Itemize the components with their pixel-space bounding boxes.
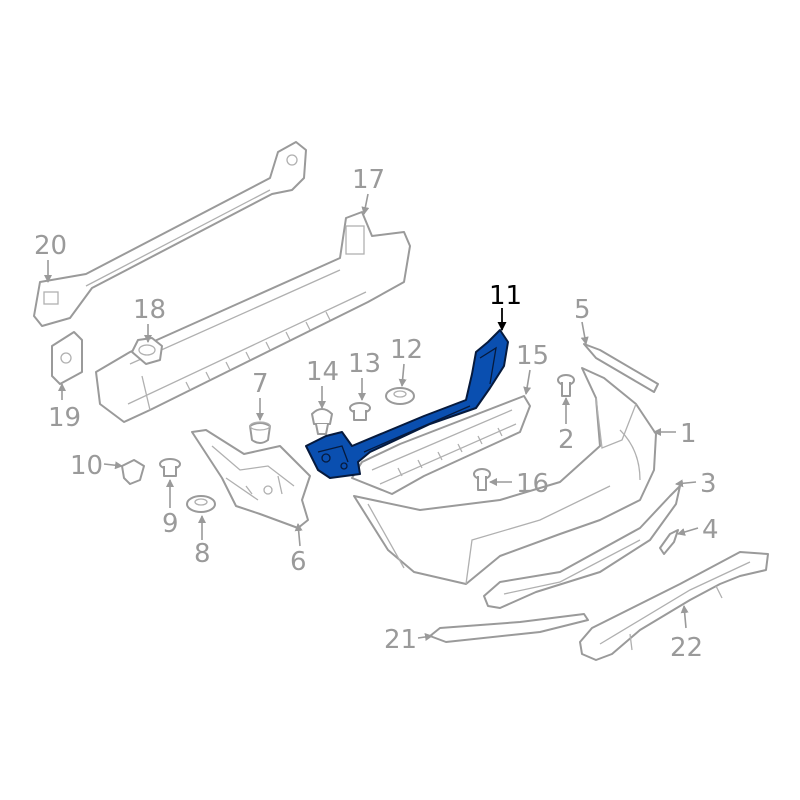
callout-11: 11 [489,281,522,311]
leader-lines [44,193,699,641]
part-22-lower-diffuser [579,551,769,661]
part-2-screw [557,374,575,397]
callout-5: 5 [574,295,591,325]
part-20-reinforcement-bar [33,141,307,327]
part-7-pad [249,421,271,444]
callout-22: 22 [670,633,703,663]
part-11-bracket-highlighted [305,329,509,479]
part-21-trim-strip [429,613,589,643]
callout-16: 16 [516,469,549,499]
part-3-diffuser [483,485,681,609]
callout-20: 20 [34,231,67,261]
part-15-absorber [351,395,531,495]
callout-6: 6 [290,547,307,577]
part-19-plate [51,331,83,385]
callout-17: 17 [352,165,385,195]
part-8-nut [186,495,216,513]
callout-10: 10 [70,451,103,481]
callout-13: 13 [348,349,381,379]
callout-4: 4 [702,515,719,545]
callout-14: 14 [306,357,339,387]
callout-7: 7 [252,369,269,399]
callout-12: 12 [390,335,423,365]
callout-18: 18 [133,295,166,325]
callout-8: 8 [194,539,211,569]
callout-3: 3 [700,469,717,499]
callout-1: 1 [680,419,697,449]
callout-19: 19 [48,403,81,433]
part-12-nut [385,387,415,405]
part-18-nut [131,337,163,365]
part-16-clip [473,468,491,491]
callout-21: 21 [384,625,417,655]
part-6-bracket [191,429,311,529]
part-13-bolt [349,402,371,421]
part-9-screw [159,458,181,477]
callout-9: 9 [162,509,179,539]
callout-15: 15 [516,341,549,371]
part-10-clip [121,459,145,485]
part-14-push-clip [311,408,333,435]
part-5-trim-strip [583,343,659,393]
part-17-bumper-carrier [95,211,411,423]
callout-2: 2 [558,425,575,455]
part-4-small-trim [659,529,679,555]
